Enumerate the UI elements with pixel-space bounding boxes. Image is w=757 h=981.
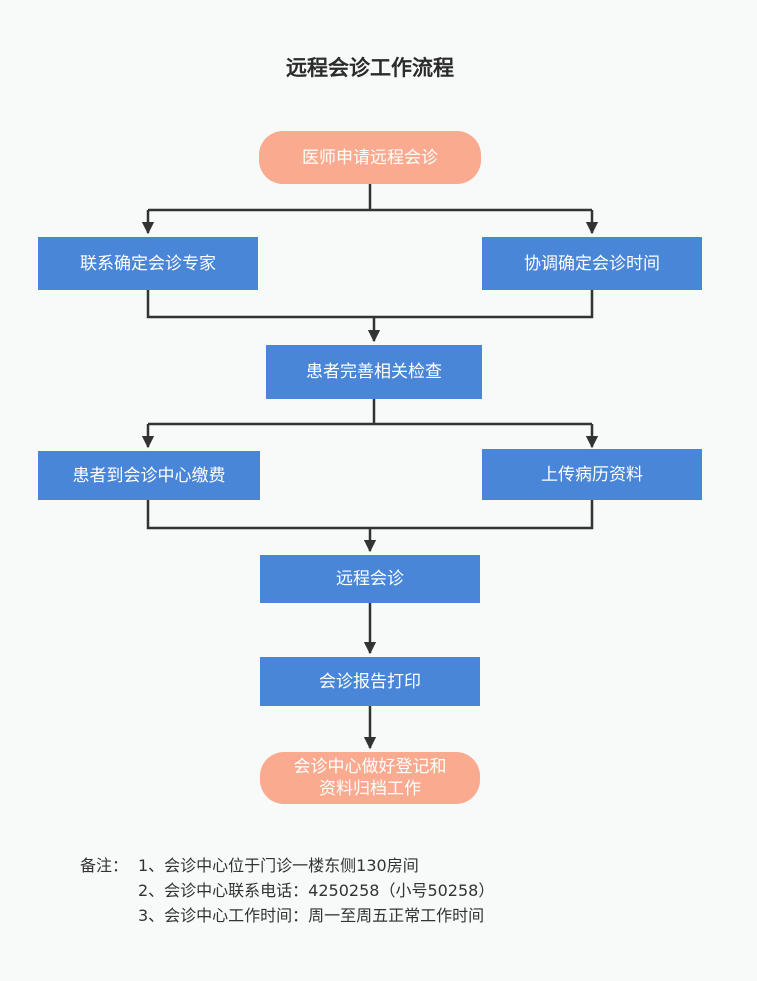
node-contact-expert: 联系确定会诊专家 (38, 237, 258, 290)
page-title: 远程会诊工作流程 (286, 56, 454, 80)
connector-merge-1 (146, 290, 594, 319)
connector-exam-split (148, 399, 592, 426)
node-consult: 远程会诊 (260, 555, 480, 603)
node-payment: 患者到会诊中心缴费 (38, 451, 260, 500)
node-coordinate-time: 协调确定会诊时间 (482, 237, 702, 290)
node-end-line1: 会诊中心做好登记和 (293, 757, 447, 777)
node-end: 会诊中心做好登记和 资料归档工作 (260, 752, 480, 804)
node-upload: 上传病历资料 (482, 449, 702, 500)
note-item: 2、会诊中心联系电话：4250258（小号50258） (138, 881, 495, 900)
node-report: 会诊报告打印 (260, 657, 480, 706)
node-start: 医师申请远程会诊 (259, 131, 481, 184)
node-exam: 患者完善相关检查 (266, 345, 482, 399)
node-end-line2: 资料归档工作 (319, 779, 421, 799)
note-item: 1、会诊中心位于门诊一楼东侧130房间 (138, 856, 419, 875)
connector-start-split (148, 184, 592, 212)
notes: 备注： 1、会诊中心位于门诊一楼东侧130房间 2、会诊中心联系电话：42502… (80, 853, 494, 928)
notes-label: 备注： (80, 856, 129, 875)
note-item: 3、会诊中心工作时间：周一至周五正常工作时间 (138, 906, 485, 925)
connector-merge-2 (146, 500, 594, 530)
